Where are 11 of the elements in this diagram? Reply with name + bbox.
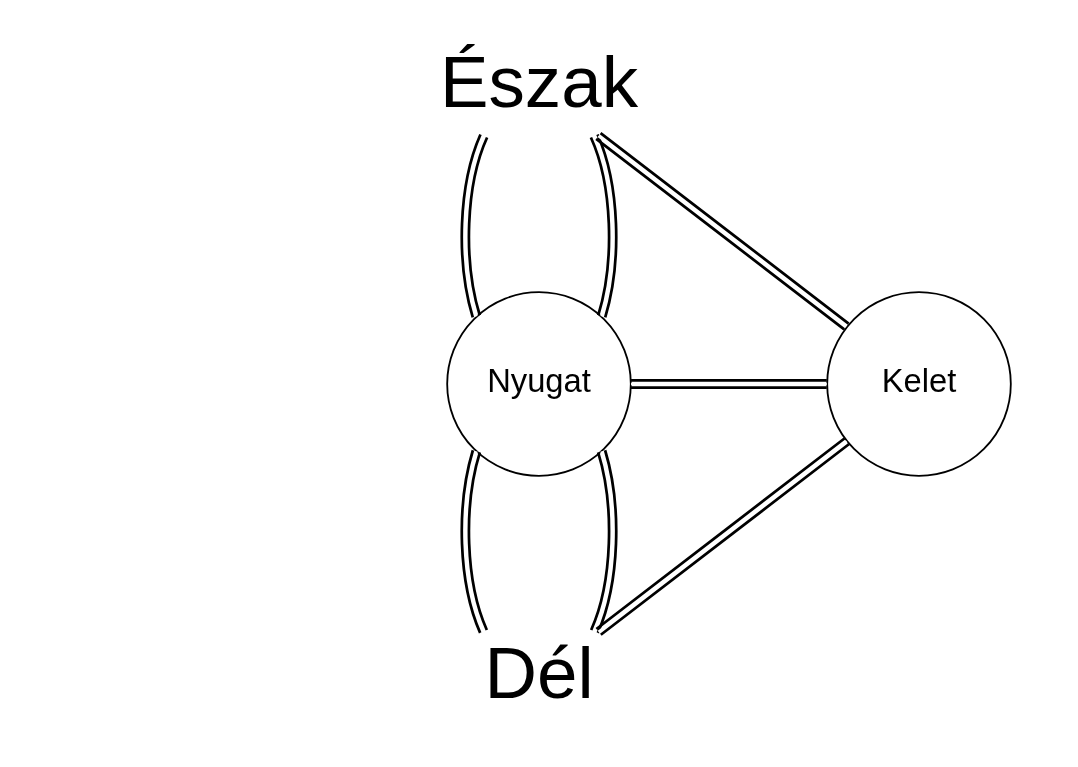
connector [589,449,618,633]
connector [595,436,850,636]
connector [589,133,618,318]
connector [631,378,827,389]
node-text: Dél [484,631,594,713]
node-text: Észak [439,40,639,122]
connector [460,449,489,633]
connector [595,131,850,330]
connector [460,133,489,318]
node-circle: Nyugat [446,290,632,477]
node-circle: Kelet [826,290,1012,477]
